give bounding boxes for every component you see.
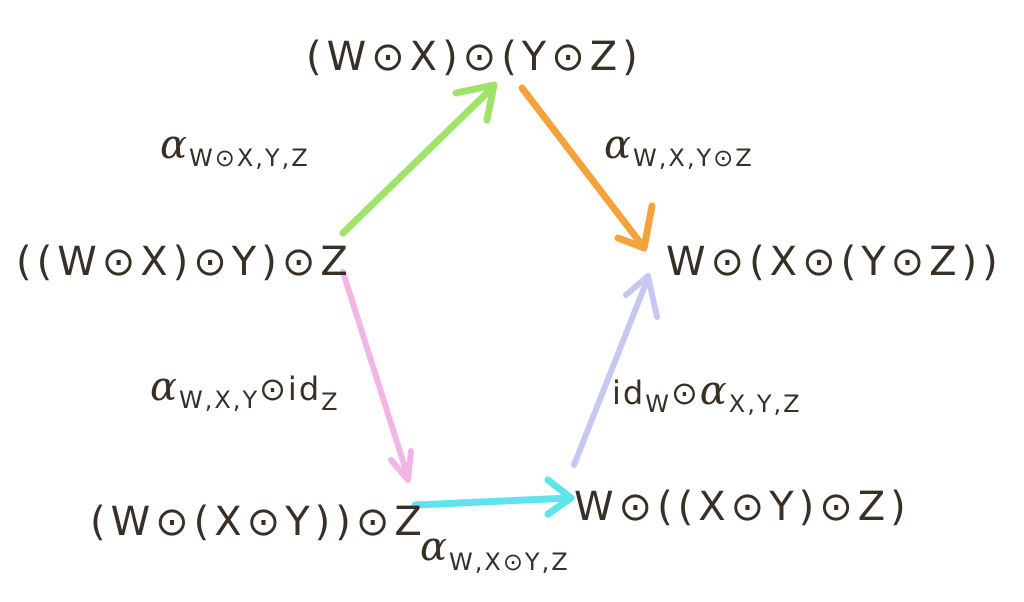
label-green: αW⊙X,Y,Z bbox=[160, 122, 310, 172]
label-pink: αW,X,Y⊙idZ bbox=[150, 364, 340, 416]
label-lavender: idW⊙αX,Y,Z bbox=[612, 368, 802, 418]
arrow-green bbox=[339, 81, 498, 237]
arrow-lavender bbox=[571, 273, 660, 468]
arrow-cyan bbox=[411, 476, 575, 518]
node-left: ((W⊙X)⊙Y)⊙Z bbox=[16, 239, 353, 285]
node-right: W⊙(X⊙(Y⊙Z)) bbox=[666, 239, 1003, 285]
node-bottom-left: (W⊙(X⊙Y))⊙Z bbox=[90, 499, 427, 545]
node-top: (W⊙X)⊙(Y⊙Z) bbox=[306, 34, 643, 80]
arrow-pink bbox=[340, 269, 414, 483]
arrow-orange bbox=[518, 84, 656, 252]
label-orange: αW,X,Y⊙Z bbox=[604, 122, 754, 172]
label-cyan: αW,X⊙Y,Z bbox=[420, 524, 570, 576]
node-bottom-right: W⊙((X⊙Y)⊙Z) bbox=[574, 484, 911, 530]
